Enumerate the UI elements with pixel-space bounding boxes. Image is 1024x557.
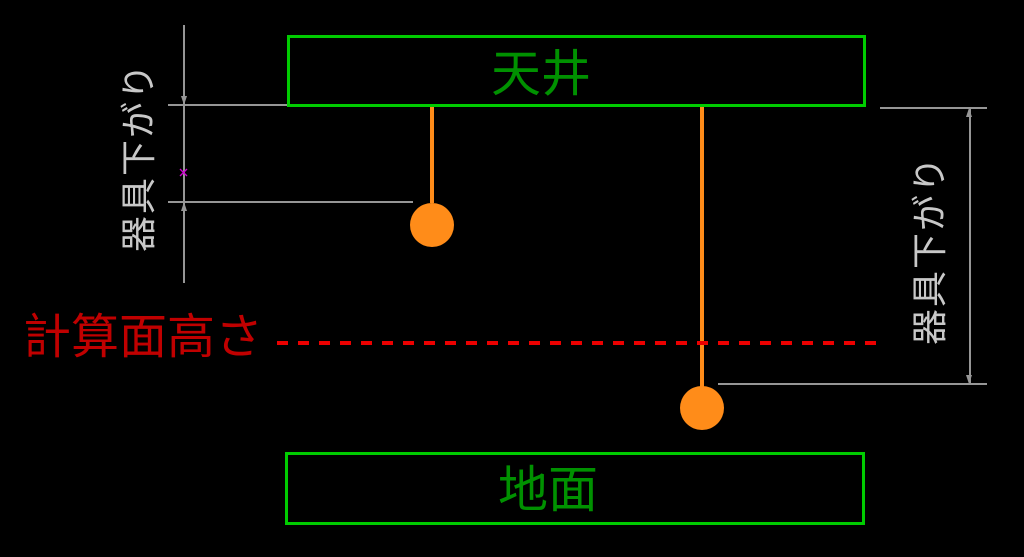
right-extension-line-bottom [718, 383, 987, 385]
left-extension-line-bottom [168, 201, 413, 203]
pendant-bulb-1 [410, 203, 454, 247]
calc-plane-dotted-line [277, 341, 883, 345]
right-dim-arrow-top-icon [966, 108, 972, 117]
right-dimension-label: 器具下がり [910, 155, 951, 346]
calc-plane-label: 計算面高さ [23, 309, 264, 365]
pendant-bulb-2 [680, 386, 724, 430]
left-extension-line-top [168, 104, 287, 106]
ceiling-rect: 天井 [287, 35, 866, 107]
left-dimension-label: 器具下がり [119, 62, 160, 253]
pendant-cord-1 [430, 107, 434, 203]
left-dimension-line [183, 25, 185, 283]
right-dim-arrow-bottom-icon [966, 375, 972, 384]
ground-rect: 地面 [285, 452, 865, 525]
ground-label: 地面 [498, 461, 598, 519]
left-dim-arrow-bottom-icon [181, 202, 187, 211]
right-extension-line-top [880, 107, 987, 109]
ceiling-label: 天井 [491, 45, 591, 103]
right-dimension-line [969, 108, 971, 384]
pendant-cord-2 [700, 107, 704, 387]
snap-cross-icon [179, 168, 188, 177]
left-dim-arrow-top-icon [181, 96, 187, 105]
